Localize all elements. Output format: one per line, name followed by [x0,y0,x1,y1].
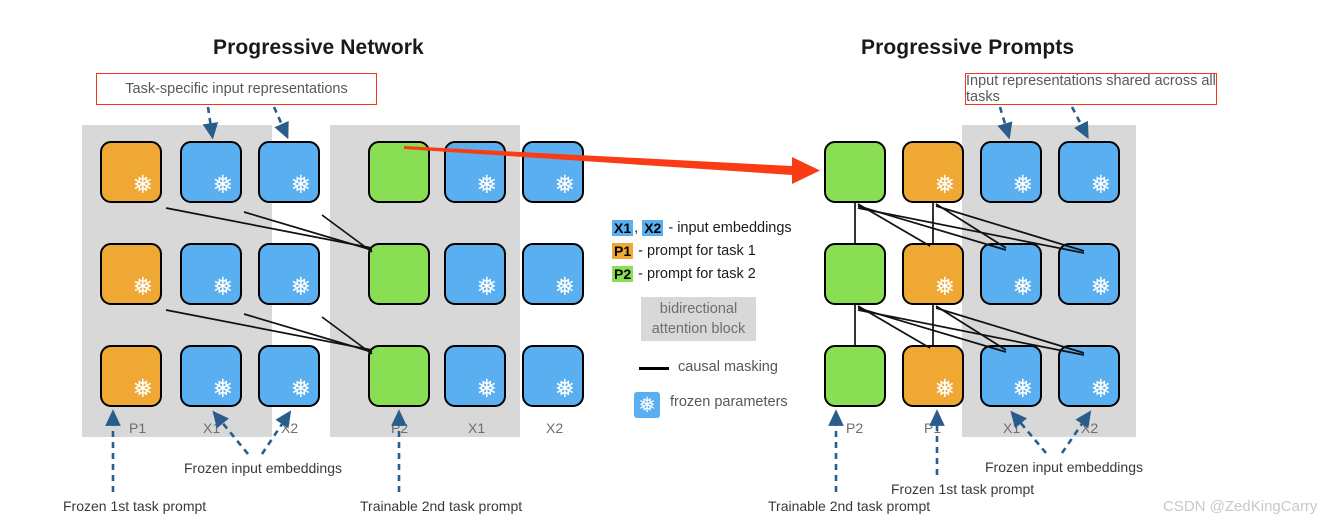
legend-frozen-label: frozen parameters [670,394,788,410]
cell-c-p1-r3: ❅ [902,345,964,407]
cell-x1-r3: ❅ [180,345,242,407]
cell-c-x2-r2: ❅ [1058,243,1120,305]
snowflake-icon: ❅ [934,374,956,403]
cell-x1-b-r3: ❅ [444,345,506,407]
cell-c-p1-r2: ❅ [902,243,964,305]
note-right-trainable-prompt: Trainable 2nd task prompt [768,498,931,514]
cell-c-x2-r3: ❅ [1058,345,1120,407]
snowflake-icon: ❅ [934,272,956,301]
cell-x2-b-r2: ❅ [522,243,584,305]
snowflake-icon: ❅ [1090,170,1112,199]
cell-p2-r1 [368,141,430,203]
legend-embeddings-text: - input embeddings [668,220,792,236]
snowflake-icon: ❅ [132,374,154,403]
page-title-right: Progressive Prompts [861,36,1075,59]
legend-prompt2-text: - prompt for task 2 [638,266,756,282]
note-right-frozen-embeddings: Frozen input embeddings [985,459,1143,475]
cell-p2-r2 [368,243,430,305]
note-left-trainable-prompt: Trainable 2nd task prompt [360,498,523,514]
snowflake-icon: ❅ [476,374,498,403]
cell-c-p1-r1: ❅ [902,141,964,203]
note-left-frozen-prompt: Frozen 1st task prompt [63,498,207,514]
legend-causal-label: causal masking [678,359,778,375]
legend-prompt1-text: - prompt for task 1 [638,243,756,259]
cell-x1-r1: ❅ [180,141,242,203]
cell-x2-b-r3: ❅ [522,345,584,407]
note-right-frozen-prompt: Frozen 1st task prompt [891,481,1035,497]
cell-c-x1-r3: ❅ [980,345,1042,407]
cell-c-x1-r1: ❅ [980,141,1042,203]
cell-x2-r1: ❅ [258,141,320,203]
snowflake-icon: ❅ [554,374,576,403]
column-label-p2: P2 [391,420,409,436]
legend-chip-p1: P1 [612,243,634,259]
snowflake-icon: ❅ [554,170,576,199]
legend-chip-x2: X2 [642,220,664,236]
legend-chip-x1: X1 [612,220,634,236]
snowflake-icon: ❅ [290,170,312,199]
watermark: CSDN @ZedKingCarry [1163,498,1318,515]
snowflake-icon: ❅ [1012,170,1034,199]
snowflake-icon: ❅ [132,272,154,301]
legend-snowflake-icon: ❅ [634,392,660,418]
snowflake-icon: ❅ [132,170,154,199]
cell-x1-b-r2: ❅ [444,243,506,305]
legend-bidirectional-line1: bidirectional [659,301,738,317]
snowflake-icon: ❅ [1012,374,1034,403]
snowflake-icon: ❅ [212,170,234,199]
note-left-frozen-embeddings: Frozen input embeddings [184,460,342,476]
snowflake-icon: ❅ [212,272,234,301]
snowflake-icon: ❅ [290,272,312,301]
snowflake-icon: ❅ [476,272,498,301]
cell-c-p2-r3 [824,345,886,407]
column-label-x1-b: X1 [468,420,486,436]
column-label-x2-b: X2 [546,420,564,436]
cell-x1-r2: ❅ [180,243,242,305]
legend-prompt-task1: P1 - prompt for task 1 [612,243,756,259]
legend-sep: , [634,220,639,236]
snowflake-icon: ❅ [212,374,234,403]
column-label-p1: P1 [129,420,147,436]
column-label-c-x1: X1 [1003,420,1021,436]
snowflake-icon: ❅ [1090,374,1112,403]
column-label-x2: X2 [281,420,299,436]
cell-x2-r2: ❅ [258,243,320,305]
column-label-x1: X1 [203,420,221,436]
snowflake-icon: ❅ [1012,272,1034,301]
cell-x2-r3: ❅ [258,345,320,407]
cell-x1-b-r1: ❅ [444,141,506,203]
snowflake-icon: ❅ [934,170,956,199]
cell-c-x1-r2: ❅ [980,243,1042,305]
legend-prompt-task2: P2 - prompt for task 2 [612,266,756,282]
cell-p1-r1: ❅ [100,141,162,203]
callout-task-specific-inputs: Task-specific input representations [96,73,377,105]
snowflake-icon: ❅ [290,374,312,403]
column-label-c-p1: P1 [924,420,942,436]
cell-p1-r2: ❅ [100,243,162,305]
column-label-c-x2: X2 [1081,420,1099,436]
legend-embeddings: X1, X2 - input embeddings [612,220,792,236]
callout-shared-inputs: Input representations shared across all … [965,73,1217,105]
legend-bidirectional-block: bidirectional attention block [641,297,756,341]
legend-causal-line-icon [639,367,669,370]
cell-c-x2-r1: ❅ [1058,141,1120,203]
cell-p2-r3 [368,345,430,407]
cell-x2-b-r1: ❅ [522,141,584,203]
snowflake-icon: ❅ [1090,272,1112,301]
cell-p1-r3: ❅ [100,345,162,407]
legend-chip-p2: P2 [612,266,634,282]
cell-c-p2-r2 [824,243,886,305]
page-title-left: Progressive Network [213,36,424,59]
snowflake-icon: ❅ [554,272,576,301]
column-label-c-p2: P2 [846,420,864,436]
legend-bidirectional-line2: attention block [651,321,746,337]
snowflake-icon: ❅ [476,170,498,199]
cell-c-p2-r1 [824,141,886,203]
